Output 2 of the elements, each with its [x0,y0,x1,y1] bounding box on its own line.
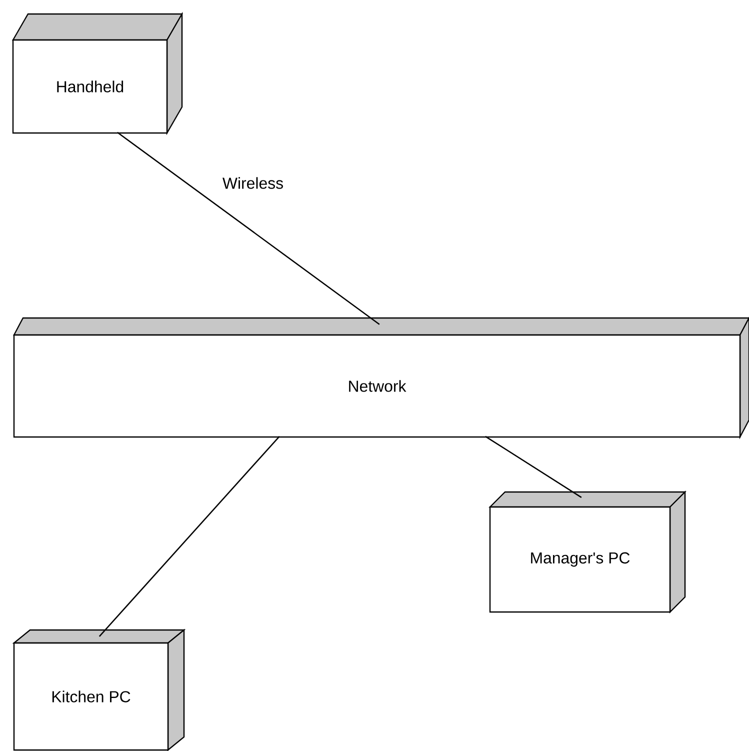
node-label: Kitchen PC [52,690,130,702]
edge-label: Wireless [221,176,285,190]
